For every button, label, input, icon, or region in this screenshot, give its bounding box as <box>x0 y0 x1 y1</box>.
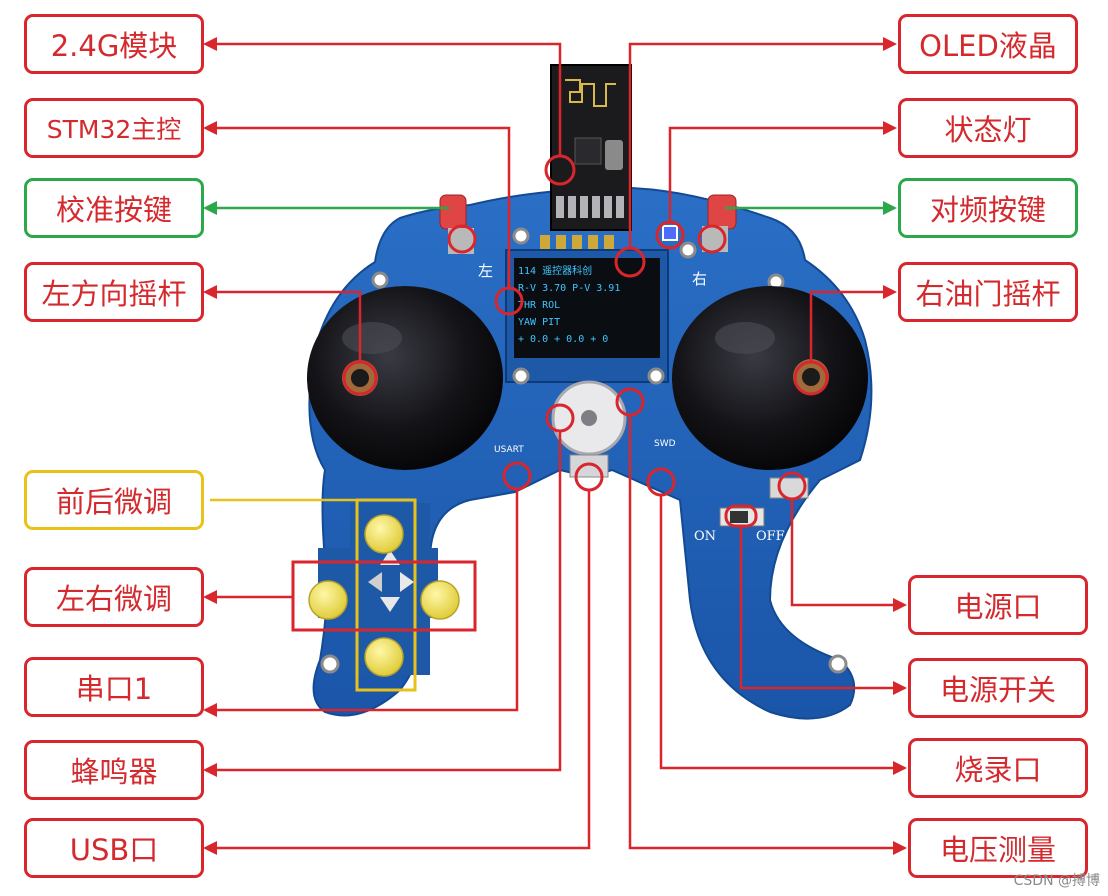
label-24g-module: 2.4G模块 <box>24 14 204 74</box>
arrow-power-port <box>893 598 907 612</box>
label-power-port: 电源口 <box>908 575 1088 635</box>
label-usb: USB口 <box>24 818 204 878</box>
arrow-status <box>883 121 897 135</box>
oled-line: THR ROL <box>518 300 560 311</box>
status-led-chip <box>663 226 677 240</box>
label-status-led: 状态灯 <box>898 98 1078 158</box>
rf-crystal <box>605 140 623 170</box>
arrow-swd <box>893 761 907 775</box>
label-swd: 烧录口 <box>908 738 1088 798</box>
board-swd-text: SWD <box>654 439 676 449</box>
arrow-uart <box>203 703 217 717</box>
oled-line: 114 遥控器科创 <box>518 264 592 277</box>
label-lr-trim: 左右微调 <box>24 567 204 627</box>
board-on-text: ON <box>694 529 716 544</box>
board-usart-text: USART <box>494 445 524 455</box>
oled-line: R-V 3.70 P-V 3.91 <box>518 283 620 294</box>
arrow-usb <box>203 841 217 855</box>
label-right-stick: 右油门摇杆 <box>898 262 1078 322</box>
label-oled: OLED液晶 <box>898 14 1078 74</box>
arrow-calib <box>203 201 217 215</box>
leader-24g <box>210 44 560 156</box>
arrow-lr-trim <box>203 590 217 604</box>
arrow-oled <box>883 37 897 51</box>
arrow-pair <box>883 201 897 215</box>
arrow-left-stick <box>203 285 217 299</box>
arrow-power-switch <box>893 681 907 695</box>
right-joystick <box>672 286 868 470</box>
buzzer-hole <box>581 410 597 426</box>
label-fb-trim: 前后微调 <box>24 470 204 530</box>
label-power-switch: 电源开关 <box>908 658 1088 718</box>
power-switch-knob <box>730 511 748 523</box>
label-buzzer: 蜂鸣器 <box>24 740 204 800</box>
label-uart1: 串口1 <box>24 657 204 717</box>
arrow-voltage <box>893 841 907 855</box>
arrow-buzzer <box>203 763 217 777</box>
rf-chip <box>575 138 601 164</box>
board-right-char: 右 <box>692 270 707 288</box>
label-voltage: 电压测量 <box>908 818 1088 878</box>
left-joystick <box>307 286 503 470</box>
arrow-stm32 <box>203 121 217 135</box>
label-left-stick: 左方向摇杆 <box>24 262 204 322</box>
oled-line: YAW PIT <box>518 317 560 328</box>
board-left-char: 左 <box>478 262 493 280</box>
leader-power-port <box>792 499 900 605</box>
arrow-24g <box>203 37 217 51</box>
label-stm32: STM32主控 <box>24 98 204 158</box>
label-pair-key: 对频按键 <box>898 178 1078 238</box>
arrow-right-stick <box>883 285 897 299</box>
label-calib-key: 校准按键 <box>24 178 204 238</box>
watermark: CSDN @搏博 <box>1014 870 1100 890</box>
oled-line: + 0.0 + 0.0 + 0 <box>518 334 608 345</box>
board-off-text: OFF <box>756 529 785 544</box>
